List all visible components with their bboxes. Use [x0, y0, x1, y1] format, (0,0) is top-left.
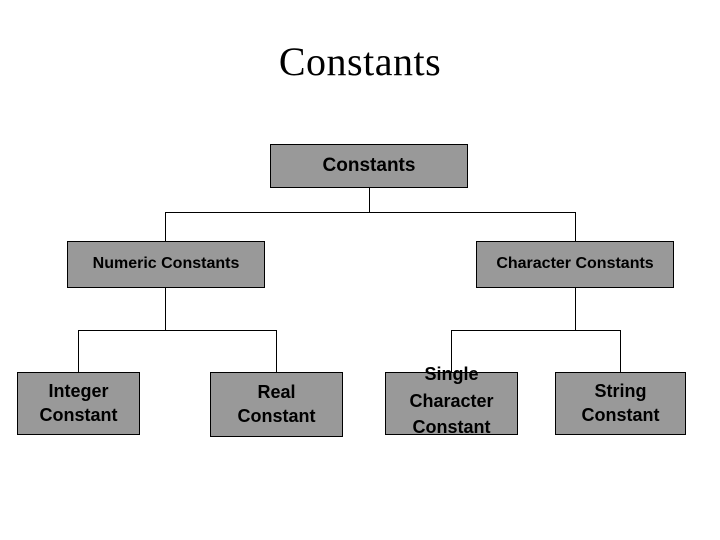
- connector-root-to-character: [575, 212, 576, 241]
- connector-root-bar: [165, 212, 575, 213]
- connector-numeric-to-real: [276, 330, 277, 372]
- tree-node-label: Real Constant: [237, 382, 316, 426]
- page-title: Constants: [278, 39, 442, 84]
- connector-character-bar: [451, 330, 621, 331]
- tree-node-character-constants[interactable]: Character Constants: [476, 241, 674, 288]
- tree-node-label: Character Constants: [496, 255, 654, 273]
- connector-character-stem: [575, 288, 576, 331]
- connector-character-to-string: [620, 330, 621, 372]
- connector-numeric-stem: [165, 288, 166, 331]
- tree-node-numeric-constants[interactable]: Numeric Constants: [67, 241, 265, 288]
- tree-node-string-constant[interactable]: String Constant: [555, 372, 686, 435]
- connector-numeric-bar: [78, 330, 277, 331]
- tree-node-label: Single Character Constant: [409, 364, 494, 438]
- connector-root-stem: [369, 188, 370, 213]
- connector-character-to-single: [451, 330, 452, 372]
- tree-node-label: Numeric Constants: [92, 255, 240, 273]
- tree-node-integer-constant[interactable]: Integer Constant: [17, 372, 140, 435]
- tree-node-single-character-constant[interactable]: Single Character Constant: [385, 364, 518, 437]
- tree-node-real-constant[interactable]: Real Constant: [210, 372, 343, 437]
- tree-node-label: Integer Constant: [39, 381, 118, 425]
- connector-root-to-numeric: [165, 212, 166, 241]
- tree-node-label: String Constant: [581, 381, 660, 425]
- connector-numeric-to-integer: [78, 330, 79, 372]
- tree-node-label: Constants: [322, 154, 416, 176]
- tree-node-constants[interactable]: Constants: [270, 144, 468, 188]
